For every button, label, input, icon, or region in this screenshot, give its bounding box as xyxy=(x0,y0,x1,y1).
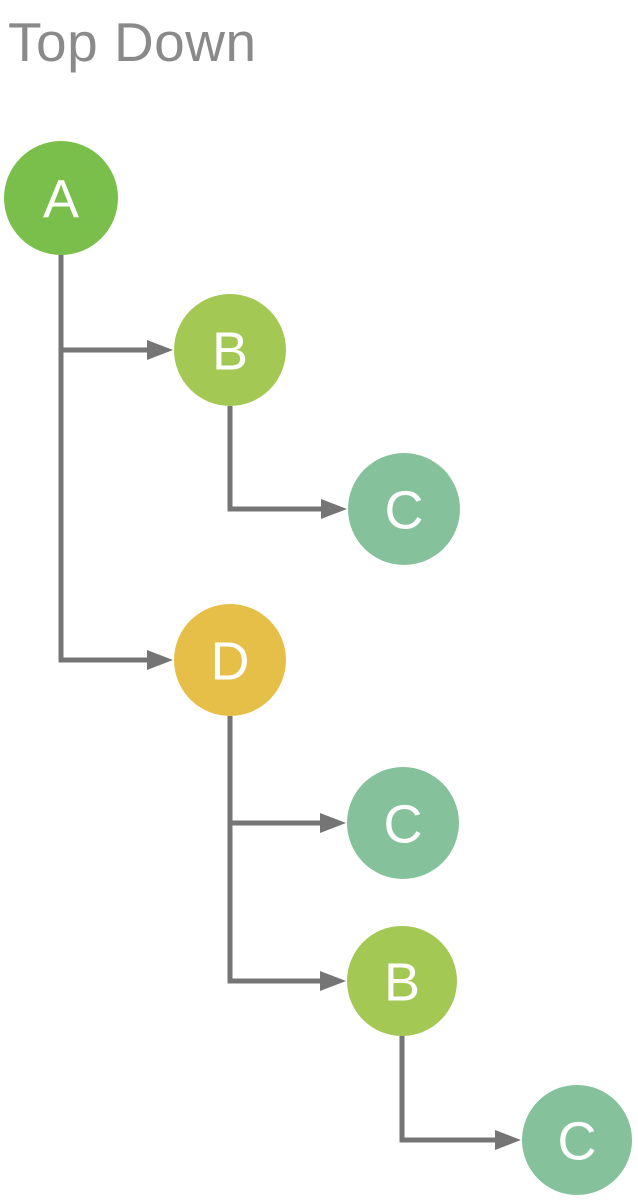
arrowhead-icon xyxy=(495,1130,521,1150)
arrowhead-icon xyxy=(147,340,173,360)
arrowhead-icon xyxy=(320,813,346,833)
page-title: Top Down xyxy=(8,11,257,73)
edge-A-B1 xyxy=(58,255,173,360)
arrowhead-icon xyxy=(321,499,347,519)
node-D[interactable]: D xyxy=(174,604,286,716)
edge-connector-line xyxy=(227,716,322,984)
node-C2[interactable]: C xyxy=(347,767,459,879)
edge-D-B2 xyxy=(227,716,346,991)
node-A[interactable]: A xyxy=(4,141,118,255)
node-C1[interactable]: C xyxy=(348,453,460,565)
node-circle-B1[interactable] xyxy=(174,294,286,406)
edge-connector-line xyxy=(58,255,149,663)
node-circle-B2[interactable] xyxy=(347,926,457,1036)
node-circle-D[interactable] xyxy=(174,604,286,716)
edge-D-C2 xyxy=(227,716,346,833)
edge-B2-C3 xyxy=(399,1036,521,1150)
arrowhead-icon xyxy=(147,650,173,670)
edge-connector-line xyxy=(399,1036,497,1143)
edge-connector-line xyxy=(227,406,323,512)
node-circle-A[interactable] xyxy=(4,141,118,255)
node-circle-C1[interactable] xyxy=(348,453,460,565)
edge-A-D xyxy=(58,255,173,670)
node-B1[interactable]: B xyxy=(174,294,286,406)
node-C3[interactable]: C xyxy=(522,1085,632,1195)
node-B2[interactable]: B xyxy=(347,926,457,1036)
node-circle-C3[interactable] xyxy=(522,1085,632,1195)
node-circle-C2[interactable] xyxy=(347,767,459,879)
edge-B1-C1 xyxy=(227,406,347,519)
edge-connector-line xyxy=(58,255,149,353)
arrowhead-icon xyxy=(320,971,346,991)
edge-connector-line xyxy=(227,716,322,826)
